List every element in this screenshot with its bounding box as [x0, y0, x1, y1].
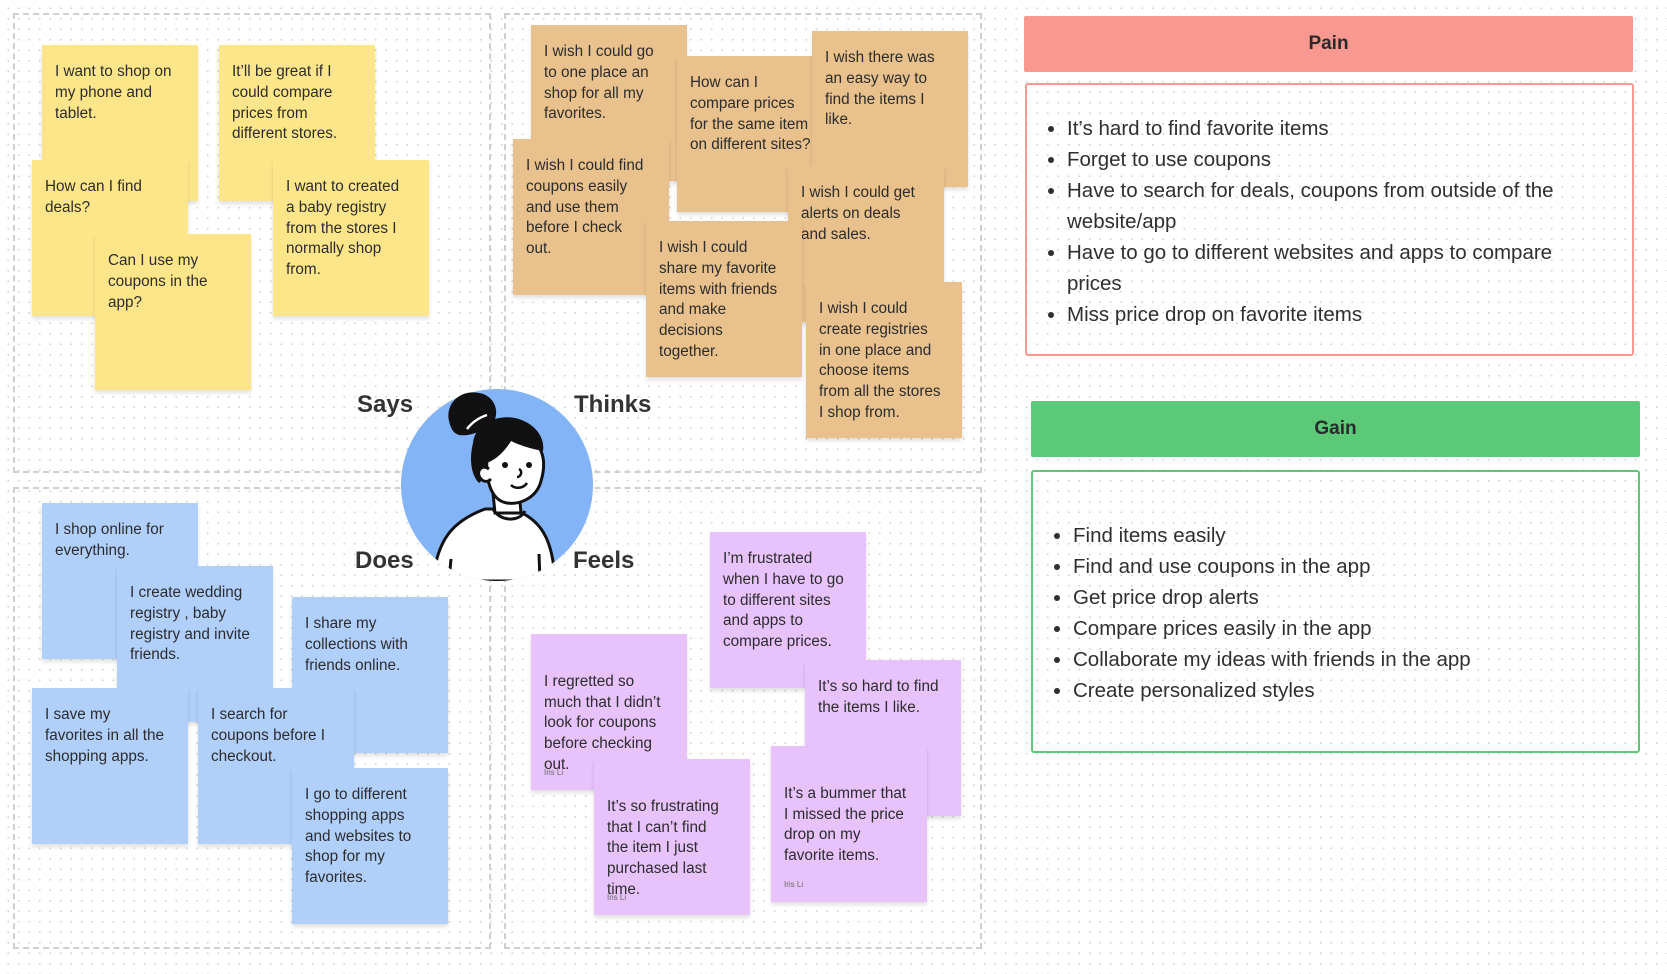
- quadrant-label-thinks: Thinks: [574, 391, 652, 418]
- gain-header: Gain: [1031, 401, 1640, 457]
- pain-item: Forget to use coupons: [1067, 144, 1632, 175]
- gain-item: Create personalized styles: [1073, 675, 1638, 706]
- sticky-note-says[interactable]: I want to created a baby registry from t…: [273, 160, 429, 316]
- pain-list-box: It’s hard to find favorite items Forget …: [1025, 83, 1634, 356]
- sticky-note-does[interactable]: I go to different shopping apps and webs…: [292, 768, 448, 924]
- gain-item: Compare prices easily in the app: [1073, 613, 1638, 644]
- sticky-note-does[interactable]: I save my favorites in all the shopping …: [32, 688, 188, 844]
- gain-list: Find items easily Find and use coupons i…: [1033, 520, 1638, 706]
- quadrant-label-feels: Feels: [573, 547, 635, 574]
- note-text: It’s a bummer that I missed the price dr…: [784, 784, 907, 865]
- quadrant-label-says: Says: [357, 391, 414, 418]
- sticky-note-thinks[interactable]: I wish there was an easy way to find the…: [812, 31, 968, 187]
- pain-item: Have to search for deals, coupons from o…: [1067, 175, 1632, 237]
- pain-list: It’s hard to find favorite items Forget …: [1027, 113, 1632, 330]
- note-text: It’s so frustrating that I can’t find th…: [607, 797, 719, 898]
- pain-header: Pain: [1024, 16, 1633, 72]
- note-text: I regretted so much that I didn’t look f…: [544, 672, 661, 773]
- gain-list-box: Find items easily Find and use coupons i…: [1031, 470, 1640, 753]
- pain-item: It’s hard to find favorite items: [1067, 113, 1632, 144]
- sticky-note-thinks[interactable]: I wish I could share my favorite items w…: [646, 221, 802, 377]
- gain-item: Collaborate my ideas with friends in the…: [1073, 644, 1638, 675]
- persona-avatar-icon: [401, 389, 593, 581]
- gain-item: Find items easily: [1073, 520, 1638, 551]
- sticky-note-feels[interactable]: It’s a bummer that I missed the price dr…: [771, 746, 927, 902]
- gain-item: Get price drop alerts: [1073, 582, 1638, 613]
- gain-item: Find and use coupons in the app: [1073, 551, 1638, 582]
- pain-item: Miss price drop on favorite items: [1067, 299, 1632, 330]
- does-quadrant: [13, 487, 491, 949]
- quadrant-label-does: Does: [355, 547, 414, 574]
- note-author: Iris Li: [784, 880, 804, 889]
- says-quadrant: [13, 13, 491, 473]
- thinks-quadrant: [504, 13, 982, 473]
- sticky-note-thinks[interactable]: I wish I could find coupons easily and u…: [513, 139, 669, 295]
- note-author: Iris Li: [607, 893, 627, 902]
- sticky-note-says[interactable]: Can I use my coupons in the app?: [95, 234, 251, 390]
- pain-item: Have to go to different websites and app…: [1067, 237, 1632, 299]
- sticky-note-feels[interactable]: It’s so frustrating that I can’t find th…: [594, 759, 750, 915]
- note-author: Iris Li: [544, 768, 564, 777]
- sticky-note-thinks[interactable]: I wish I could create registries in one …: [806, 282, 962, 438]
- feels-quadrant: [504, 487, 982, 949]
